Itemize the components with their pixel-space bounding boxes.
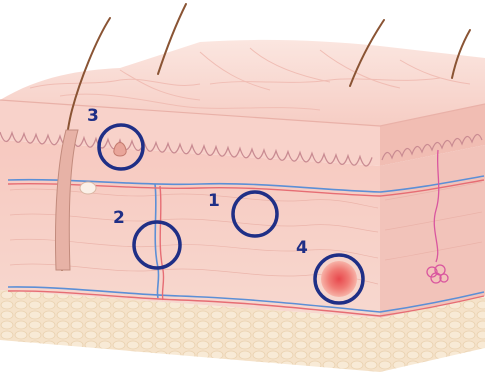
marker-label-3: 3 [87,106,99,126]
nerve-ending [114,143,126,157]
marker-label-1: 1 [208,191,220,211]
lesion-spot [321,261,357,297]
marker-label-2: 2 [113,208,125,228]
sebaceous-gland [80,182,96,194]
marker-label-4: 4 [296,238,308,258]
dermis-side-face [380,145,485,318]
